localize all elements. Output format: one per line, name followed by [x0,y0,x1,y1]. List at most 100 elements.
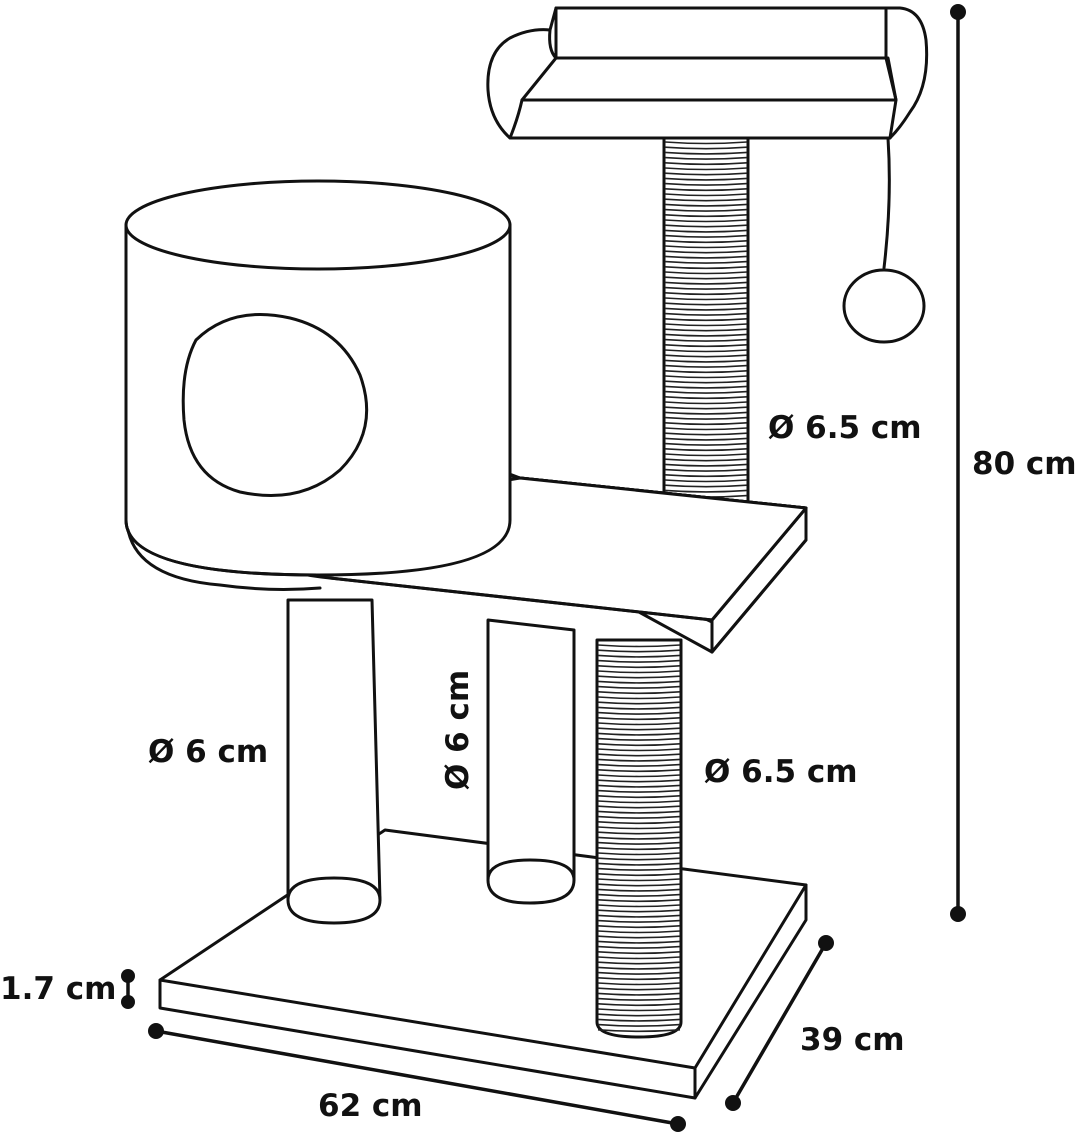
rope-coil [597,810,681,814]
rope-coil [664,245,748,249]
rope-coil [597,925,681,929]
rope-coil [597,1008,681,1012]
thickness-dimension [121,969,135,1009]
rope-coil [664,255,748,259]
rope-coil [597,966,681,970]
rope-coil [664,463,748,467]
rope-coil [664,286,748,290]
rope-coil [664,172,748,176]
rope-coil [597,914,681,918]
rope-coil [664,380,748,384]
rope-coil [597,691,681,695]
sisal-rope-top [664,141,748,530]
rope-coil [664,240,748,244]
rope-coil [664,260,748,264]
rope-coil [597,977,681,981]
rope-coil [597,727,681,731]
width-dimension [148,1023,686,1132]
toy-ball [842,268,926,344]
rope-coil [597,789,681,793]
rope-coil [664,422,748,426]
rope-coil [597,784,681,788]
left-post-diameter-label: Ø 6 cm [148,734,268,770]
base-thickness-label: 1.7 cm [0,971,116,1007]
rope-coil [664,364,748,368]
rope-coil [597,873,681,877]
rope-coil [664,219,748,223]
rope-coil [597,795,681,799]
rope-coil [597,665,681,669]
left-post [286,598,382,925]
rope-coil [664,182,748,186]
width-label: 62 cm [318,1088,423,1124]
rope-coil [597,779,681,783]
rope-coil [664,437,748,441]
rope-coil [597,961,681,965]
rope-coil [597,1018,681,1022]
rope-coil [664,338,748,342]
rope-coil [597,774,681,778]
rope-coil [597,743,681,747]
rope-coil [597,659,681,663]
rope-coil [597,899,681,903]
height-dimension [950,4,966,922]
rope-coil [597,883,681,887]
rope-coil [597,1023,681,1027]
rope-coil [664,406,748,410]
rope-coil [664,281,748,285]
rope-coil [597,857,681,861]
lower-post-diameter-label: Ø 6.5 cm [704,754,858,790]
rope-coil [597,862,681,866]
rope-coil [664,390,748,394]
middle-post-diameter-label: Ø 6 cm [440,670,476,790]
rope-coil [664,416,748,420]
rope-coil [664,276,748,280]
base-plate [158,828,808,1100]
rope-coil [664,344,748,348]
rope-coil [664,162,748,166]
rope-coil [664,292,748,296]
cylinder-house [124,179,512,591]
rope-coil [664,468,748,472]
rope-coil [664,250,748,254]
rope-coil [597,685,681,689]
rope-coil [597,971,681,975]
rope-coil [664,151,748,155]
rope-coil [597,841,681,845]
rope-coil [664,442,748,446]
rope-coil [597,696,681,700]
hanging-toy [842,136,926,344]
rope-coil [664,333,748,337]
rope-coil [597,769,681,773]
rope-coil [597,847,681,851]
rope-coil [597,987,681,991]
rope-coil [664,302,748,306]
rope-coil [597,800,681,804]
lower-sisal-post [595,638,683,1039]
rope-coil [664,375,748,379]
rope-coil [597,904,681,908]
rope-coil [664,479,748,483]
rope-coil [664,156,748,160]
rope-coil [664,177,748,181]
rope-coil [597,711,681,715]
rope-coil [664,198,748,202]
rope-coil [597,852,681,856]
rope-coil [664,385,748,389]
rope-coil [664,266,748,270]
rope-coil [597,675,681,679]
height-label: 80 cm [972,446,1077,482]
rope-coil [664,234,748,238]
rope-coil [597,706,681,710]
rope-coil [664,318,748,322]
rope-coil [597,701,681,705]
rope-coil [597,956,681,960]
rope-coil [664,271,748,275]
rope-coil [664,224,748,228]
rope-coil [597,670,681,674]
rope-coil [597,826,681,830]
rope-coil [664,401,748,405]
rope-coil [664,193,748,197]
rope-coil [597,758,681,762]
